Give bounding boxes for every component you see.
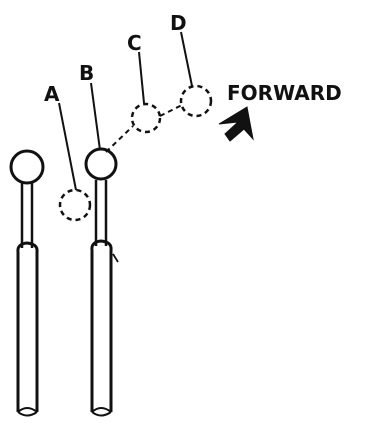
reference-knob [9, 149, 45, 185]
moving-lever [84, 147, 119, 417]
arrow-icon [218, 106, 254, 142]
label-d: D [170, 11, 187, 35]
moving-shaft-upper [94, 180, 108, 246]
leader-d [180, 31, 193, 87]
label-a: A [44, 82, 60, 106]
label-c: C [127, 31, 142, 55]
leader-a [58, 102, 77, 191]
shaft-tick [112, 253, 119, 263]
position-c-circle [130, 102, 162, 134]
reference-shaft-break [17, 407, 38, 417]
leader-b [90, 82, 101, 151]
label-b: B [79, 61, 94, 85]
forward-label: FORWARD [227, 81, 342, 105]
reference-shaft-upper [20, 183, 34, 248]
moving-shaft-lower [90, 239, 113, 412]
leader-c [138, 51, 145, 104]
moving-shaft-break [91, 407, 112, 417]
position-a-circle [58, 188, 92, 222]
position-d-circle [179, 84, 213, 118]
travel-path [105, 104, 183, 153]
moving-knob [84, 147, 118, 181]
reference-lever [9, 149, 45, 417]
reference-shaft-lower [16, 241, 39, 412]
